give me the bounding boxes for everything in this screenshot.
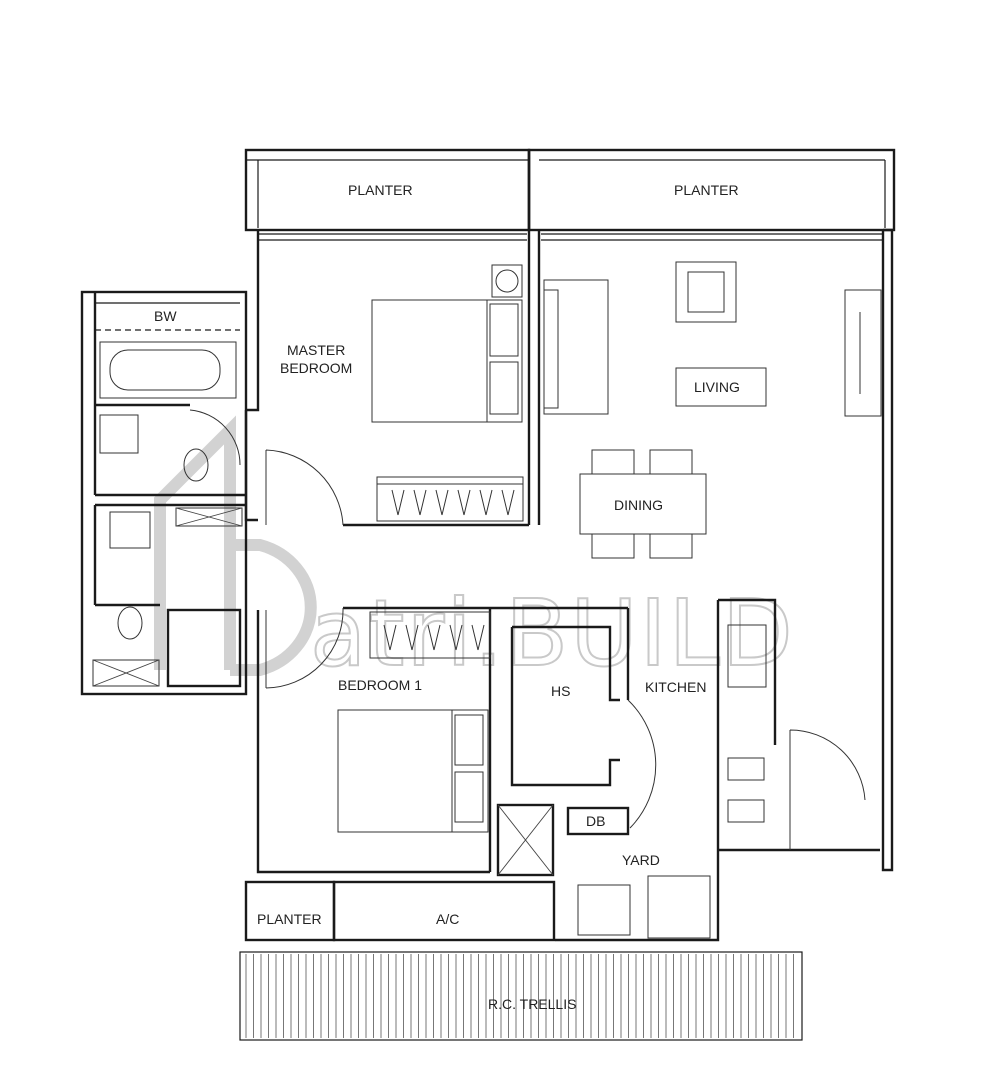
bathtub — [99, 341, 237, 399]
fan-icon — [491, 264, 523, 298]
bedroom1-wardrobe — [369, 611, 491, 659]
store-common — [166, 608, 242, 688]
bottom-ledge — [239, 880, 803, 1041]
master-bedroom-label: BEDROOM — [280, 360, 352, 376]
tv-console — [844, 289, 882, 417]
shaft — [496, 803, 555, 877]
yard-cabinet — [647, 875, 711, 939]
trellis-outline — [239, 951, 803, 1041]
armchair — [675, 261, 737, 323]
db-box — [566, 806, 630, 836]
watermark-text: atri.BUILD — [310, 580, 795, 687]
trellis-slats — [245, 954, 794, 1038]
dining-label: DINING — [614, 497, 663, 513]
planter-living-label: PLANTER — [674, 182, 739, 198]
living-label-box — [675, 367, 767, 407]
planter-bottom-label: PLANTER — [257, 911, 322, 927]
dining-chair — [649, 533, 693, 559]
top-planters — [244, 148, 896, 232]
dining-chair — [591, 533, 635, 559]
watermark: atri.BUILD — [154, 415, 795, 688]
kitchen-sink — [727, 624, 767, 688]
db-label: DB — [586, 813, 605, 829]
bathtub-inner — [109, 349, 221, 391]
bathroom-bw — [80, 290, 248, 696]
bw-label: BW — [154, 308, 177, 324]
master-bed — [371, 299, 523, 423]
shower-bw — [175, 507, 243, 527]
washing-machine — [577, 884, 631, 936]
toilet-common — [117, 606, 143, 640]
cooker-hob — [727, 799, 765, 823]
kitchen-label: KITCHEN — [645, 679, 706, 695]
master-bedroom-label: MASTER — [287, 342, 345, 358]
outer-walls — [244, 150, 894, 872]
toilet-bw — [183, 448, 209, 482]
bedroom1-bed — [337, 709, 489, 833]
dining-table — [579, 473, 707, 535]
cooker-hob — [727, 757, 765, 781]
sofa — [543, 279, 609, 415]
planter-master-label: PLANTER — [348, 182, 413, 198]
trellis-label: R.C. TRELLIS — [488, 996, 576, 1012]
shower-common — [92, 659, 160, 687]
dining-chair — [649, 449, 693, 475]
bathroom-outer — [80, 290, 248, 696]
watermark-logo — [154, 415, 317, 676]
living-label: LIVING — [694, 379, 740, 395]
living-dining-furniture — [543, 261, 882, 850]
hs-label: HS — [551, 683, 570, 699]
dining-chair — [591, 449, 635, 475]
bedroom1-block — [256, 606, 630, 874]
ac-ledge-outline — [332, 880, 556, 942]
basin-common — [109, 511, 151, 549]
bedroom1-label: BEDROOM 1 — [338, 677, 422, 693]
basin-bw — [99, 414, 139, 454]
yard-label: YARD — [622, 852, 660, 868]
window-glazing-top — [258, 233, 883, 241]
master-wardrobe — [376, 476, 524, 522]
service-block — [496, 598, 777, 942]
master-bedroom-furniture — [189, 264, 524, 526]
ac-label: A/C — [436, 911, 459, 927]
